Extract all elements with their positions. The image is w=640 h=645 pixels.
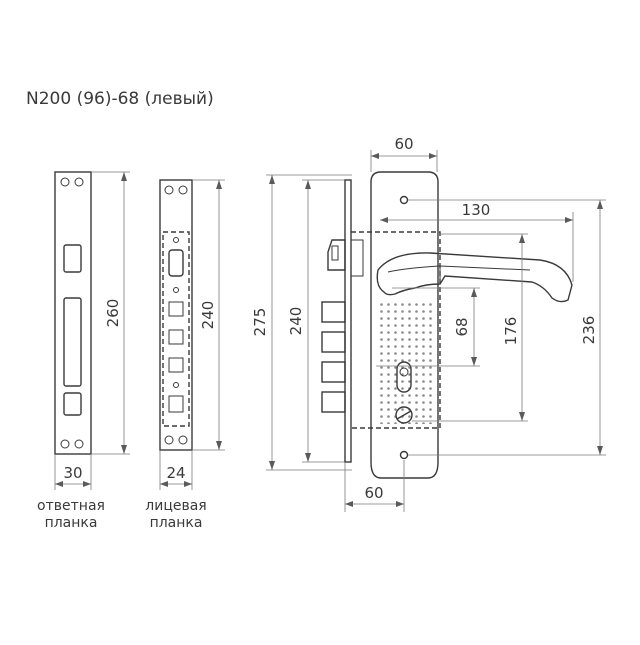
strike-caption-line1: ответная	[37, 498, 105, 514]
face-plate-outline	[159, 179, 193, 451]
strike-latch-slot	[63, 244, 82, 273]
backset-label: 60	[364, 484, 383, 502]
lock-front-plate	[344, 179, 352, 463]
face-height-dimension: 240	[193, 179, 225, 451]
bottom-screw	[399, 450, 409, 460]
dead-bolt-3	[321, 361, 346, 383]
drawing-title: N200 (96)-68 (левый)	[26, 89, 214, 109]
total-height-dimension: 275	[251, 174, 352, 471]
dead-bolt-2	[321, 331, 346, 353]
handle-bottom-dimension: 176	[502, 234, 525, 421]
strike-height-label: 260	[104, 299, 122, 328]
face-width-label: 24	[166, 464, 185, 482]
screw-span-label: 236	[580, 316, 598, 345]
body-height-label: 240	[287, 307, 305, 336]
mortise-lock-body	[321, 179, 441, 463]
face-width-dimension: 24	[159, 451, 193, 490]
top-screw	[399, 195, 409, 205]
handle-length-label: 130	[462, 201, 491, 219]
cylinder-hole	[396, 361, 412, 393]
dead-bolt-1	[321, 301, 346, 323]
face-latch-opening	[168, 249, 184, 277]
strike-lower-slot	[63, 392, 82, 416]
handle-bottom-label: 176	[502, 317, 520, 346]
plate-width-label: 60	[394, 135, 413, 153]
face-height-label: 240	[199, 301, 217, 330]
backset-dimension: 60	[344, 460, 405, 512]
strike-plate-outline	[54, 171, 92, 455]
body-height-dimension: 240	[287, 179, 345, 463]
face-plate	[159, 179, 193, 451]
strike-bolt-slot	[63, 297, 82, 387]
strike-plate	[54, 171, 92, 455]
spindle-cylinder-label: 68	[453, 317, 471, 336]
plate-width-dimension: 60	[370, 135, 438, 172]
spindle-cylinder-dimension: 68	[453, 288, 477, 366]
dead-bolt-4	[321, 391, 346, 413]
latch-bolt	[327, 239, 346, 271]
handle-escutcheon	[370, 171, 439, 479]
escutcheon-outline	[370, 171, 439, 479]
screw-span-dimension: 236	[408, 199, 606, 456]
face-caption-line1: лицевая	[145, 498, 206, 514]
lock-case-hidden	[351, 231, 441, 429]
lever-outline	[376, 252, 573, 303]
lever-handle	[376, 252, 573, 303]
total-height-label: 275	[251, 308, 269, 337]
strike-width-dimension: 30	[54, 455, 92, 490]
handle-length-dimension: 130	[380, 201, 574, 282]
strike-width-label: 30	[63, 464, 82, 482]
thumb-turn	[395, 406, 413, 424]
strike-height-dimension: 260	[92, 171, 130, 455]
strike-caption-line2: планка	[45, 515, 98, 531]
face-plate-hidden-body	[162, 231, 190, 427]
face-caption-line2: планка	[150, 515, 203, 531]
